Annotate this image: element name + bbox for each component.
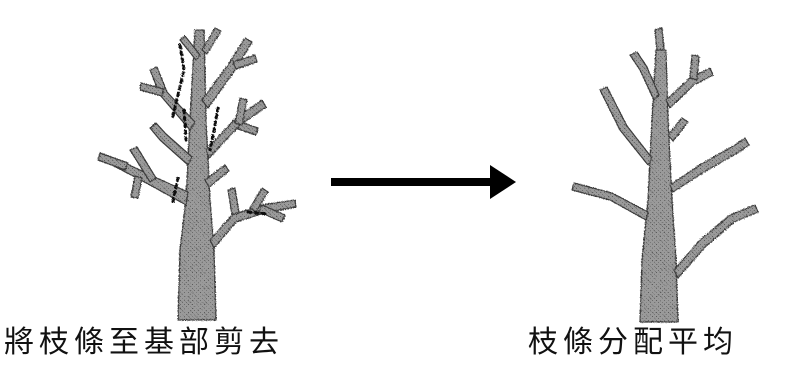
tree-before-icon bbox=[97, 27, 297, 321]
right-arrow-icon bbox=[331, 165, 516, 199]
after-caption: 枝條分配平均 bbox=[528, 325, 738, 360]
before-caption: 將枝條至基部剪去 bbox=[4, 325, 284, 360]
tree-after-icon bbox=[571, 27, 759, 323]
